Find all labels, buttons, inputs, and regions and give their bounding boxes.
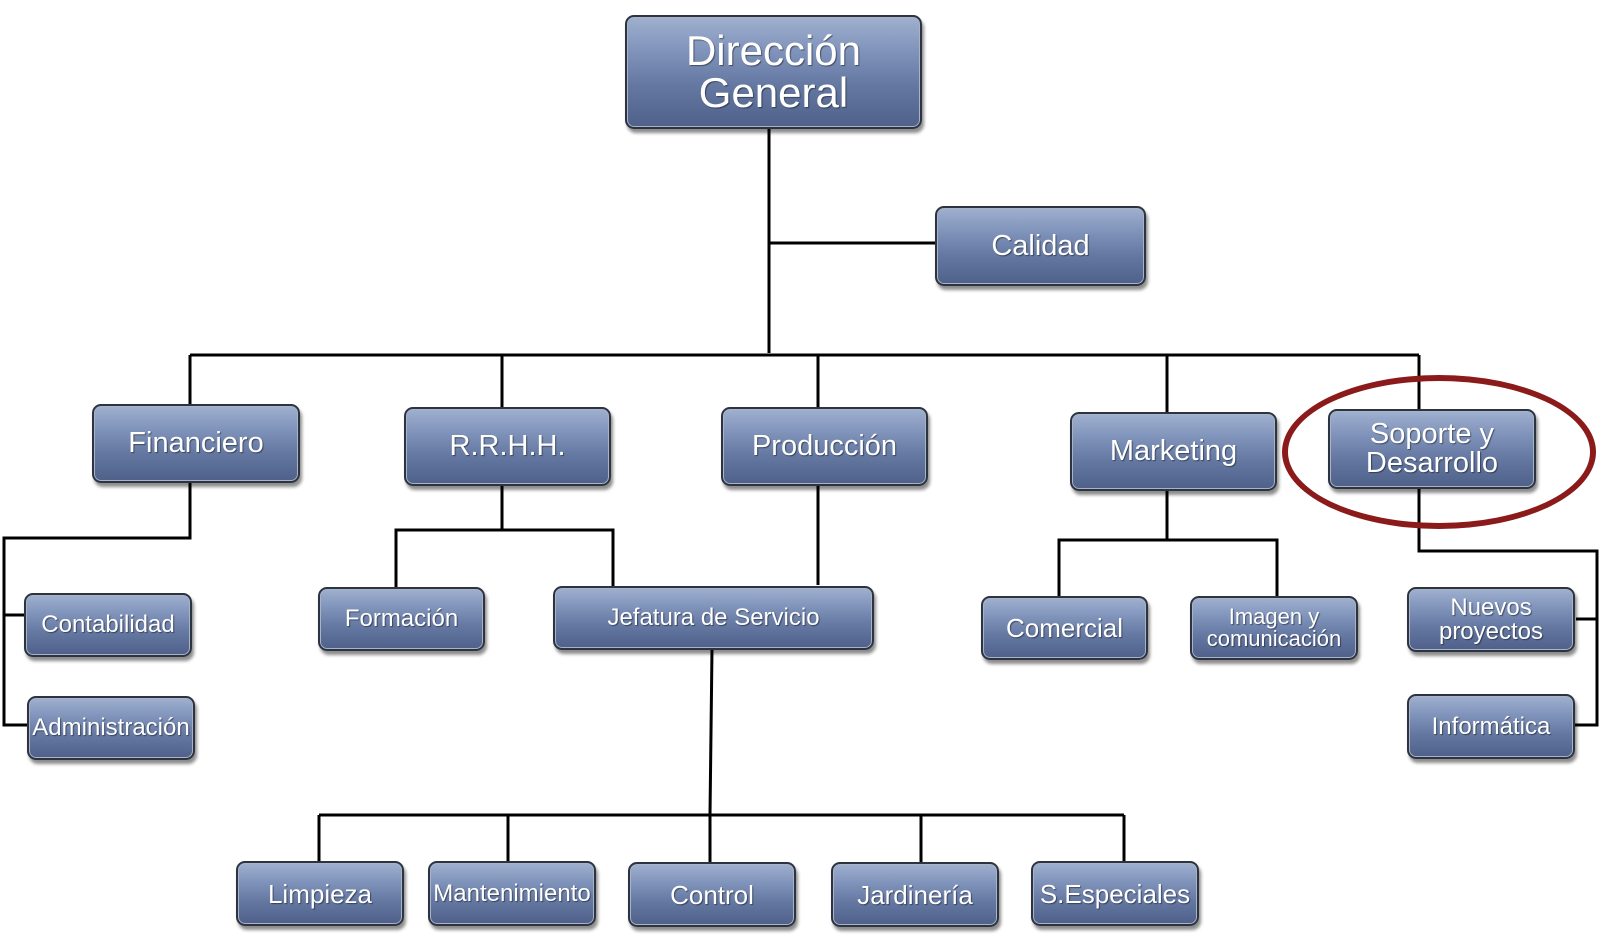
- node-limpieza-label: Limpieza: [267, 878, 373, 909]
- node-control[interactable]: Control: [628, 862, 796, 927]
- node-limpieza[interactable]: Limpieza: [236, 861, 404, 926]
- node-formacion[interactable]: Formación: [318, 587, 485, 651]
- node-administracion-label: Administración: [32, 714, 190, 741]
- node-especiales[interactable]: S.Especiales: [1031, 861, 1199, 926]
- connector-financiero-units: [2, 482, 192, 727]
- node-jefatura-servicio-label: Jefatura de Servicio: [607, 604, 820, 631]
- node-informatica[interactable]: Informática: [1407, 694, 1575, 759]
- node-direccion-general-label: Dirección General: [685, 27, 862, 116]
- node-calidad[interactable]: Calidad: [935, 206, 1146, 286]
- node-contabilidad-label: Contabilidad: [41, 611, 175, 638]
- node-nuevos-proyectos[interactable]: Nuevos proyectos: [1407, 587, 1575, 652]
- node-financiero[interactable]: Financiero: [92, 404, 300, 483]
- node-mantenimiento[interactable]: Mantenimiento: [428, 861, 596, 926]
- node-informatica-label: Informática: [1431, 712, 1551, 740]
- node-financiero-label: Financiero: [128, 427, 264, 459]
- node-produccion-label: Producción: [751, 430, 898, 462]
- node-calidad-label: Calidad: [991, 229, 1090, 262]
- connector-soporte-units: [1417, 488, 1599, 727]
- node-administracion[interactable]: Administración: [27, 696, 195, 760]
- connector-jefatura-services: [708, 648, 714, 816]
- highlight-ellipse: [1282, 375, 1596, 529]
- node-contabilidad[interactable]: Contabilidad: [24, 593, 192, 657]
- node-jardineria-label: Jardinería: [857, 879, 973, 910]
- node-nuevos-proyectos-label: Nuevos proyectos: [1438, 593, 1544, 645]
- connector-marketing-units: [1057, 490, 1279, 597]
- node-jardineria[interactable]: Jardinería: [831, 862, 999, 927]
- node-jefatura-servicio[interactable]: Jefatura de Servicio: [553, 586, 874, 650]
- node-marketing[interactable]: Marketing: [1070, 412, 1277, 491]
- connector-rrhh-units: [394, 485, 615, 587]
- node-direccion-general[interactable]: Dirección General: [625, 15, 922, 129]
- node-marketing-label: Marketing: [1109, 435, 1238, 467]
- node-control-label: Control: [670, 879, 754, 910]
- node-rrhh[interactable]: R.R.H.H.: [404, 407, 611, 486]
- node-especiales-label: S.Especiales: [1039, 878, 1191, 909]
- node-comercial[interactable]: Comercial: [981, 596, 1148, 660]
- node-formacion-label: Formación: [344, 605, 459, 632]
- node-mantenimiento-label: Mantenimiento: [433, 879, 591, 907]
- node-rrhh-label: R.R.H.H.: [449, 430, 566, 462]
- node-comercial-label: Comercial: [1005, 613, 1124, 643]
- node-imagen-comunicacion[interactable]: Imagen y comunicación: [1190, 596, 1358, 660]
- node-imagen-comunicacion-label: Imagen y comunicación: [1206, 604, 1342, 651]
- node-produccion[interactable]: Producción: [721, 407, 928, 486]
